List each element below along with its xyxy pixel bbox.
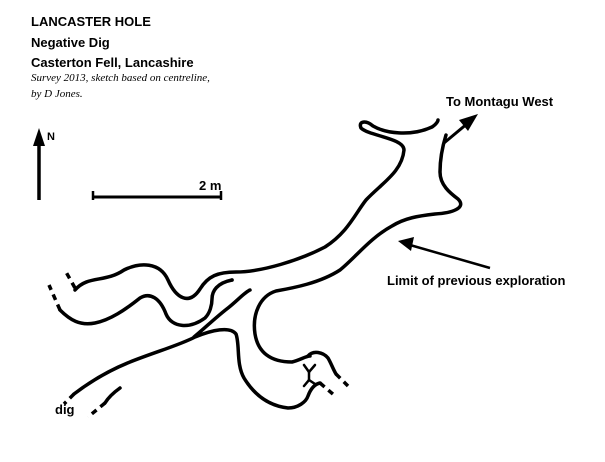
survey-title: LANCASTER HOLE: [31, 14, 151, 29]
scale-bar: [91, 191, 223, 200]
arrow-to-montagu-icon: [443, 114, 478, 145]
survey-location: Casterton Fell, Lancashire: [31, 55, 194, 70]
survey-subtitle: Negative Dig: [31, 35, 110, 50]
passage-wall-upper-left-north: [73, 118, 440, 301]
dashed-wall-dig-b: [86, 401, 107, 419]
north-arrow-icon: [33, 128, 45, 200]
scale-label: 2 m: [199, 178, 222, 193]
dashed-wall-upper-left-a: [64, 271, 77, 289]
passage-wall-lower-trunk: [72, 327, 322, 410]
montagu-west-label: To Montagu West: [446, 94, 554, 109]
dashed-wall-dig-a: [62, 392, 76, 406]
dashed-wall-upper-left-b: [47, 284, 62, 311]
passage-wall-east-chamber: [252, 133, 463, 364]
arrow-limit-icon: [398, 237, 491, 270]
limit-of-exploration-label: Limit of previous exploration: [387, 273, 566, 288]
dashed-wall-east-a: [334, 372, 350, 388]
dashed-wall-east-b: [318, 381, 336, 397]
passage-wall-lower-trunk-north: [192, 288, 252, 339]
survey-note-line1: Survey 2013, sketch based on centreline,: [31, 72, 210, 84]
passage-wall-upper-left-south: [58, 278, 234, 328]
north-label: N: [47, 131, 55, 143]
passage-wall-dig-approach: [103, 386, 122, 405]
survey-note-line2: by D Jones.: [31, 88, 83, 100]
dig-label: dig: [55, 402, 75, 417]
passage-wall-junction-top: [306, 350, 338, 376]
junction-feature-icon: [302, 363, 317, 388]
